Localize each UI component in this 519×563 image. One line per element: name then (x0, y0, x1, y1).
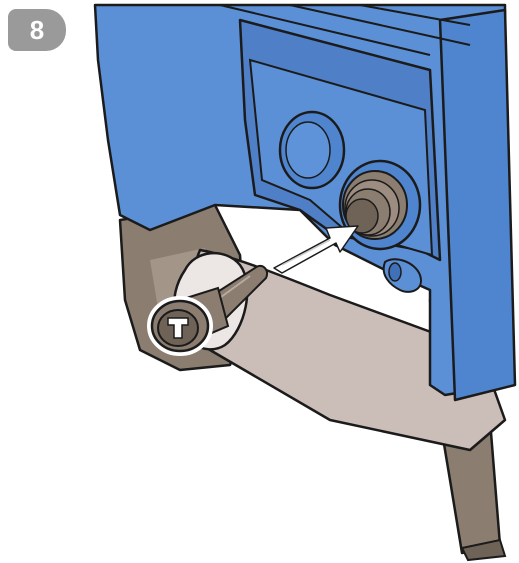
drain-pipe-opening (389, 263, 401, 281)
step-number-badge: 8 (8, 9, 66, 51)
cover-plug-inner (286, 122, 330, 178)
